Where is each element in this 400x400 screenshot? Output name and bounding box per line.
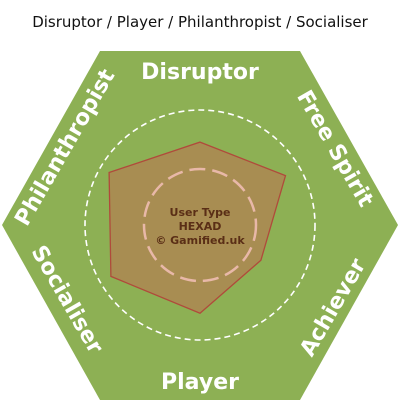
guide-circle	[84, 109, 316, 341]
profile-polygon	[108, 141, 287, 314]
center-line-2: HEXAD	[179, 220, 222, 233]
inner-circle	[142, 167, 258, 283]
page-title: Disruptor / Player / Philanthropist / So…	[32, 13, 368, 31]
center-line-1: User Type	[170, 206, 231, 219]
center-line-3: © Gamified.uk	[155, 234, 245, 247]
label-disruptor: Disruptor	[141, 60, 259, 85]
label-player: Player	[161, 370, 239, 395]
